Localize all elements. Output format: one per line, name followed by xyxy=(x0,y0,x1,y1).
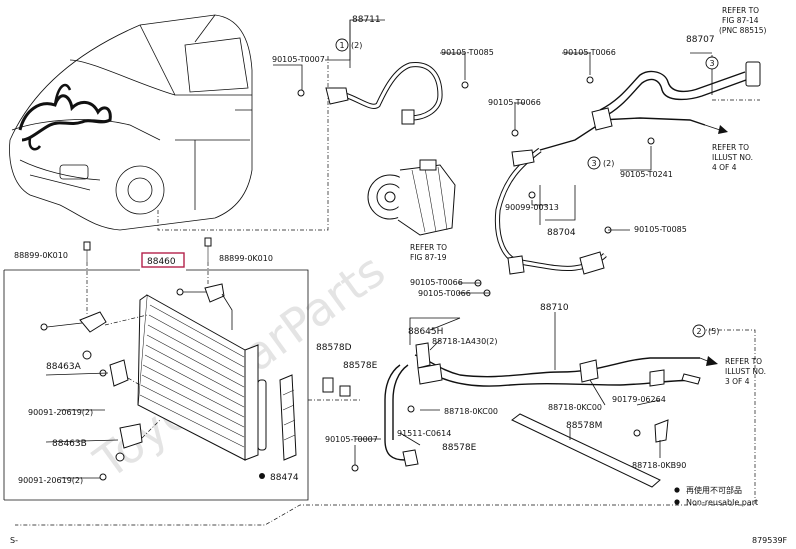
callout-2[interactable]: 2 xyxy=(692,324,706,338)
reference-notes: REFER TO FIG 87-14 (PNC 88515) REFER TO … xyxy=(410,6,767,386)
svg-text:3: 3 xyxy=(591,159,596,168)
part-90099-00313[interactable]: 90099-00313 xyxy=(505,203,559,212)
ref-fig-87-19-line1[interactable]: REFER TO xyxy=(410,243,447,252)
part-88578d[interactable]: 88578D xyxy=(316,343,352,353)
ref-illust-3-line2[interactable]: ILLUST NO. xyxy=(725,367,766,376)
part-88899-0k010-left[interactable]: 88899-0K010 xyxy=(14,251,68,260)
svg-text:1: 1 xyxy=(339,41,344,50)
part-90091-20619-upper[interactable]: 90091-20619(2) xyxy=(28,408,93,417)
ref-illust-4-line1[interactable]: REFER TO xyxy=(712,143,749,152)
callout-3-upper[interactable]: 3 xyxy=(705,56,719,70)
part-90105-t0066-mid[interactable]: 90105-T0066 xyxy=(488,98,541,107)
clamp-88578d xyxy=(322,377,334,393)
bolt-icon xyxy=(351,464,359,472)
part-90105-t0085-lower[interactable]: 90105-T0085 xyxy=(634,225,687,234)
legend-non-reusable-jp: 再使用不可部品 xyxy=(686,485,742,495)
figure-number: 879539F xyxy=(752,536,788,545)
part-91511-c0614[interactable]: 91511-C0614 xyxy=(397,429,451,438)
bolt-icon xyxy=(99,473,107,481)
bolt-icon xyxy=(204,237,212,247)
ref-illust-3-line3[interactable]: 3 OF 4 xyxy=(725,377,750,386)
part-90105-t0066-upper[interactable]: 90105-T0066 xyxy=(563,48,616,57)
legend-non-reusable-en: Non-reusable part xyxy=(686,498,758,507)
svg-text:3: 3 xyxy=(709,59,714,68)
ref-fig-87-14-line2[interactable]: FIG 87-14 xyxy=(722,16,759,25)
callout-3[interactable]: 3 xyxy=(587,156,601,170)
ref-illust-4-line2[interactable]: ILLUST NO. xyxy=(712,153,753,162)
part-88718-0kb90[interactable]: 88718-0KB90 xyxy=(632,461,686,470)
part-88578e-lower[interactable]: 88578E xyxy=(442,443,477,453)
reference-arrows xyxy=(699,124,728,366)
ref-fig-87-14-line1[interactable]: REFER TO xyxy=(722,6,759,15)
ref-illust-4-line3[interactable]: 4 OF 4 xyxy=(712,163,737,172)
part-88460[interactable]: 88460 xyxy=(147,257,176,267)
part-90105-t0007-lower[interactable]: 90105-T0007 xyxy=(325,435,378,444)
part-88463b[interactable]: 88463B xyxy=(52,439,87,449)
part-88718-1a430[interactable]: 88718-1A430(2) xyxy=(432,337,498,346)
fastener-icons xyxy=(297,76,655,437)
part-88645h[interactable]: 88645H xyxy=(408,327,443,337)
ref-fig-87-14-line3[interactable]: (PNC 88515) xyxy=(719,26,767,35)
part-88899-0k010-right[interactable]: 88899-0K010 xyxy=(219,254,273,263)
part-88463a[interactable]: 88463A xyxy=(46,362,82,372)
cushion-icon xyxy=(115,452,125,462)
legend-dot-icon xyxy=(674,487,680,493)
condenser-core xyxy=(137,294,259,461)
part-88474[interactable]: 88474 xyxy=(270,473,299,483)
callout-3-qty: (2) xyxy=(603,159,614,168)
bracket-88463a xyxy=(109,359,129,387)
svg-text:2: 2 xyxy=(696,327,701,336)
leader-lines xyxy=(15,19,760,526)
bracket-88463b xyxy=(119,423,143,449)
ref-fig-87-19-line2[interactable]: FIG 87-19 xyxy=(410,253,447,262)
part-labels: 88711 90105-T0007 90105-T0085 90105-T006… xyxy=(10,15,788,545)
non-reusable-dot xyxy=(259,473,265,479)
callout-1-qty: (2) xyxy=(351,41,362,50)
part-88718-0kc00-left[interactable]: 88718-0KC00 xyxy=(444,407,498,416)
part-88718-0kc00-right[interactable]: 88718-0KC00 xyxy=(548,403,602,412)
part-90179-06264[interactable]: 90179-06264 xyxy=(612,395,666,404)
clamp-88578e xyxy=(339,385,351,397)
part-90105-t0066-lower-a[interactable]: 90105-T0066 xyxy=(410,278,463,287)
part-88710[interactable]: 88710 xyxy=(540,303,569,313)
bracket-upper-right xyxy=(204,283,225,303)
part-88578m[interactable]: 88578M xyxy=(566,421,602,431)
callout-2-qty: (5) xyxy=(708,327,719,336)
part-88704[interactable]: 88704 xyxy=(547,228,576,238)
ref-illust-3-line1[interactable]: REFER TO xyxy=(725,357,762,366)
condenser-assembly-box xyxy=(3,262,309,501)
top-bolts xyxy=(83,237,212,262)
receiver-tank xyxy=(257,379,267,451)
part-90105-t0241[interactable]: 90105-T0241 xyxy=(620,170,673,179)
compressor xyxy=(367,159,456,236)
bolt-icon xyxy=(83,241,91,251)
bolt-icon xyxy=(176,288,184,296)
part-88707[interactable]: 88707 xyxy=(686,35,715,45)
bolt-icon xyxy=(40,323,48,331)
part-90105-t0066-lower-b[interactable]: 90105-T0066 xyxy=(418,289,471,298)
vehicle-illustration xyxy=(9,14,253,231)
part-90105-t0085-upper[interactable]: 90105-T0085 xyxy=(441,48,494,57)
side-seal-strip xyxy=(279,374,297,461)
part-90091-20619-lower[interactable]: 90091-20619(2) xyxy=(18,476,83,485)
part-88460-highlight[interactable] xyxy=(141,252,185,268)
legend: 再使用不可部品 Non-reusable part xyxy=(674,485,758,507)
part-90105-t0007-upper[interactable]: 90105-T0007 xyxy=(272,55,325,64)
corner-mark: S- xyxy=(10,536,18,545)
legend-dot-icon xyxy=(674,499,680,505)
insulator-strip-88578m xyxy=(511,413,661,488)
part-88578e-upper[interactable]: 88578E xyxy=(343,361,378,371)
part-88711[interactable]: 88711 xyxy=(352,15,381,25)
refrigerant-pipes xyxy=(322,61,761,488)
callout-1[interactable]: 1 xyxy=(335,38,349,52)
bracket-upper-left xyxy=(79,311,107,333)
cushion-icon xyxy=(82,350,92,360)
